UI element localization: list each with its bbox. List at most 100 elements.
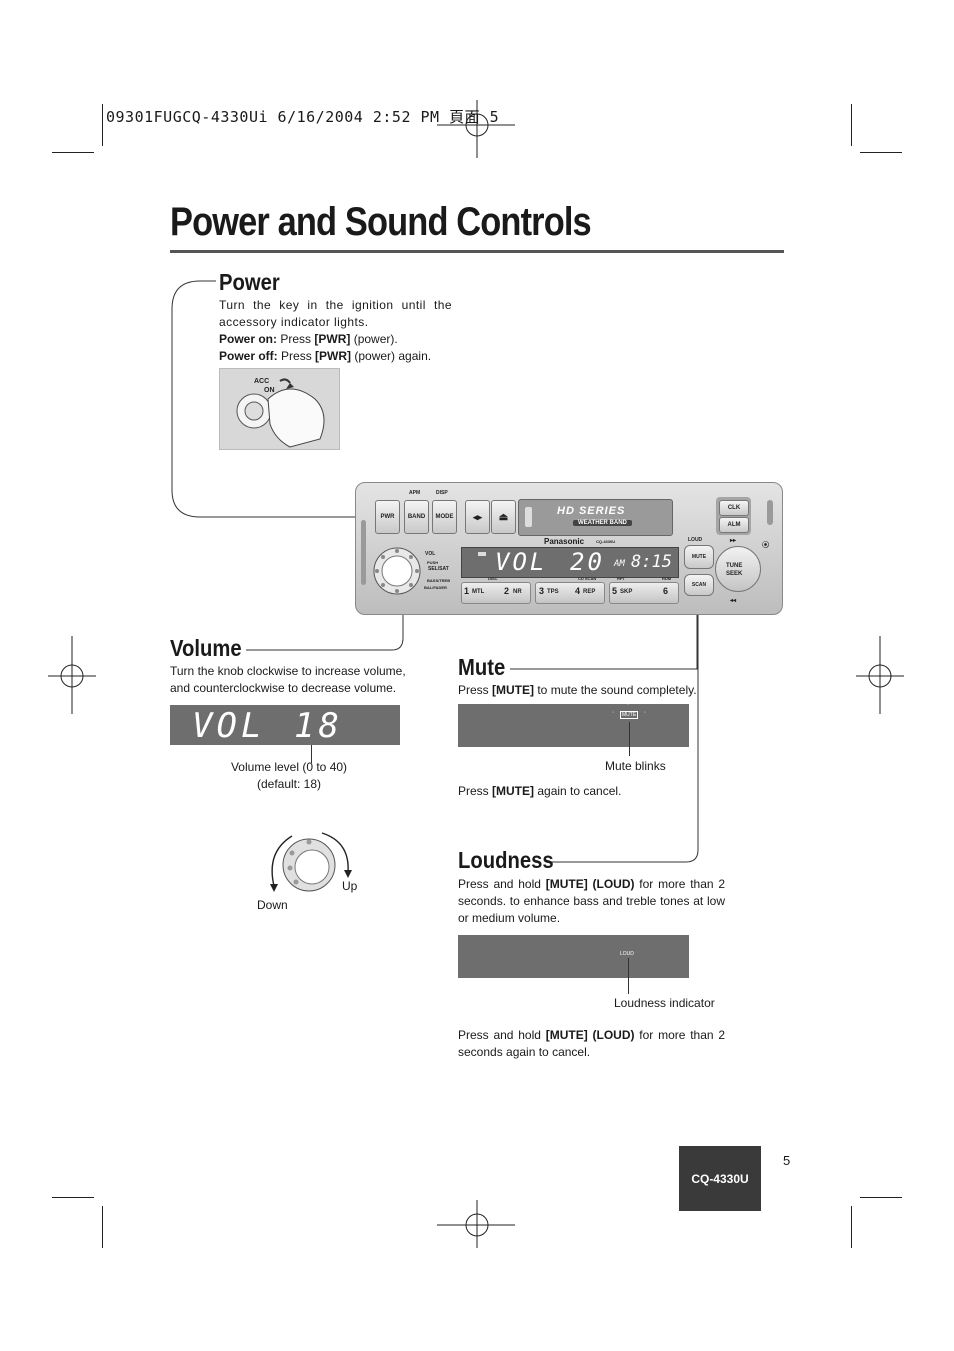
rdm-label: RDM <box>662 576 672 581</box>
preset-buttons-5-6[interactable] <box>609 582 679 604</box>
volume-knob[interactable] <box>372 546 422 596</box>
preset-4-num: 4 <box>575 586 581 596</box>
ignition-illustration: ACC ON <box>219 368 340 450</box>
lcd-vol-value: 20 <box>570 548 605 576</box>
loudness-text: Press and hold [MUTE] (LOUD) for more th… <box>458 876 725 927</box>
crop-mark <box>52 1197 94 1198</box>
lcd-corner-indicator <box>478 552 486 556</box>
mute-cancel-key: [MUTE] <box>492 784 535 798</box>
loudness-lcd <box>458 935 689 978</box>
crop-mark <box>851 1206 852 1248</box>
preset-3-label: TPS <box>547 589 559 595</box>
loudness-pointer <box>628 958 629 994</box>
loudness-heading: Loudness <box>458 847 554 873</box>
clk-button[interactable]: CLK <box>719 500 749 516</box>
power-on-label: Power on: <box>219 332 278 346</box>
preset-1-num: 1 <box>464 586 470 596</box>
loudness-caption: Loudness indicator <box>614 996 715 1010</box>
disc-label: DISC <box>488 576 498 581</box>
loudness-text-post: for more than 2 seconds. to enhance bass… <box>458 877 725 925</box>
mute-heading: Mute <box>458 654 506 680</box>
page-number: 5 <box>783 1153 791 1168</box>
power-off-line: Power off: Press [PWR] (power) again. <box>219 348 519 365</box>
crop-mark <box>102 1206 103 1248</box>
volume-heading: Volume <box>170 635 242 661</box>
lcd-am-indicator: AM <box>614 559 625 569</box>
loudness-key: [MUTE] (LOUD) <box>545 877 635 891</box>
down-arrow-icon <box>270 884 278 892</box>
print-header: 09301FUGCQ-4330Ui 6/16/2004 2:52 PM 頁面 5 <box>106 108 500 126</box>
cd-scan-label: CD SCAN <box>578 576 597 581</box>
footer-model-badge: CQ-4330U <box>679 1146 761 1211</box>
direction-icon: ◂▸ <box>472 511 483 522</box>
volume-up-label: Up <box>342 879 358 893</box>
faceplate-side-left <box>361 520 366 585</box>
eject-icon: ⏏ <box>498 511 509 523</box>
loud-label: LOUD <box>688 537 703 543</box>
preset-4-label: REP <box>583 589 596 595</box>
hd-series-logo: HD SERIES <box>557 505 626 517</box>
loudness-cancel-key: [MUTE] (LOUD) <box>545 1028 635 1042</box>
apm-label: APM <box>409 490 421 496</box>
power-off-text-post: (power) again. <box>351 349 432 363</box>
push-label: PUSH <box>427 560 439 565</box>
mute-cancel-pre: Press <box>458 784 493 798</box>
loudness-text-pre: Press and hold <box>458 877 546 891</box>
registration-mark <box>856 636 904 714</box>
mute-pointer <box>629 722 630 756</box>
loudness-cancel-post: for more than 2 seconds again to cancel. <box>458 1028 725 1059</box>
mode-button[interactable]: MODE <box>432 500 457 534</box>
power-on-key: [PWR] <box>314 332 351 346</box>
preset-5-label: SKP <box>620 589 633 595</box>
tune-label: TUNE <box>726 563 743 569</box>
power-on-line: Power on: Press [PWR] (power). <box>219 331 519 348</box>
brand-logo: Panasonic <box>544 537 585 546</box>
cassette-slot: HD SERIES WEATHER BAND <box>518 499 673 536</box>
volume-caption-line1: Volume level (0 to 40) <box>230 760 348 774</box>
vol-label: VOL <box>425 551 436 557</box>
volume-pointer <box>311 745 312 763</box>
ignition-key-icon <box>236 378 325 448</box>
volume-lcd-value: 18 <box>294 706 343 746</box>
model-label: CQ-4330U <box>596 539 616 544</box>
power-on-text-pre: Press <box>280 332 315 346</box>
loudness-indicator: LOUD <box>620 951 634 957</box>
preset-buttons-3-4[interactable] <box>535 582 605 604</box>
rewind-icon: ◂◂ <box>730 598 737 604</box>
preset-2-num: 2 <box>504 586 510 596</box>
volume-down-label: Down <box>257 898 288 912</box>
stereo-lcd: VOL 20 AM 8:15 <box>461 547 679 578</box>
band-button[interactable]: BAND <box>404 500 429 534</box>
mute-button[interactable]: MUTE <box>684 545 714 569</box>
tune-seek-button[interactable] <box>715 546 761 592</box>
alm-button[interactable]: ALM <box>719 517 749 533</box>
power-off-text-pre: Press <box>281 349 316 363</box>
page-title: Power and Sound Controls <box>170 200 592 244</box>
pwr-button[interactable]: PWR <box>375 500 400 534</box>
crop-mark <box>52 152 94 153</box>
mute-text-post: to mute the sound completely. <box>534 683 697 697</box>
volume-lcd: VOL 18 <box>170 705 400 746</box>
mute-caption: Mute blinks <box>605 759 666 773</box>
crop-mark <box>860 152 902 153</box>
eject-button[interactable]: ⏏ <box>491 500 516 534</box>
mute-lcd <box>458 704 689 747</box>
bal-fader-label: BAL/FADER <box>424 585 447 590</box>
power-intro: Turn the key in the ignition until the a… <box>219 298 452 329</box>
signal-icon: ⦿ <box>762 542 769 549</box>
mute-key: [MUTE] <box>492 683 535 697</box>
weather-band-logo: WEATHER BAND <box>573 520 632 526</box>
scan-button[interactable]: SCAN <box>684 574 714 596</box>
registration-mark <box>437 1200 515 1248</box>
crop-mark <box>851 104 852 146</box>
preset-buttons-1-2[interactable] <box>461 582 531 604</box>
tape-direction-button[interactable]: ◂▸ <box>465 500 490 534</box>
rpt-label: RPT <box>617 576 625 581</box>
mute-text: Press [MUTE] to mute the sound completel… <box>458 682 718 699</box>
crop-mark <box>860 1197 902 1198</box>
loudness-cancel-pre: Press and hold <box>458 1028 546 1042</box>
preset-1-label: MTL <box>472 589 485 595</box>
key-on-label: ON <box>264 387 275 394</box>
power-off-key: [PWR] <box>315 349 352 363</box>
lcd-vol-text: VOL <box>495 548 548 576</box>
